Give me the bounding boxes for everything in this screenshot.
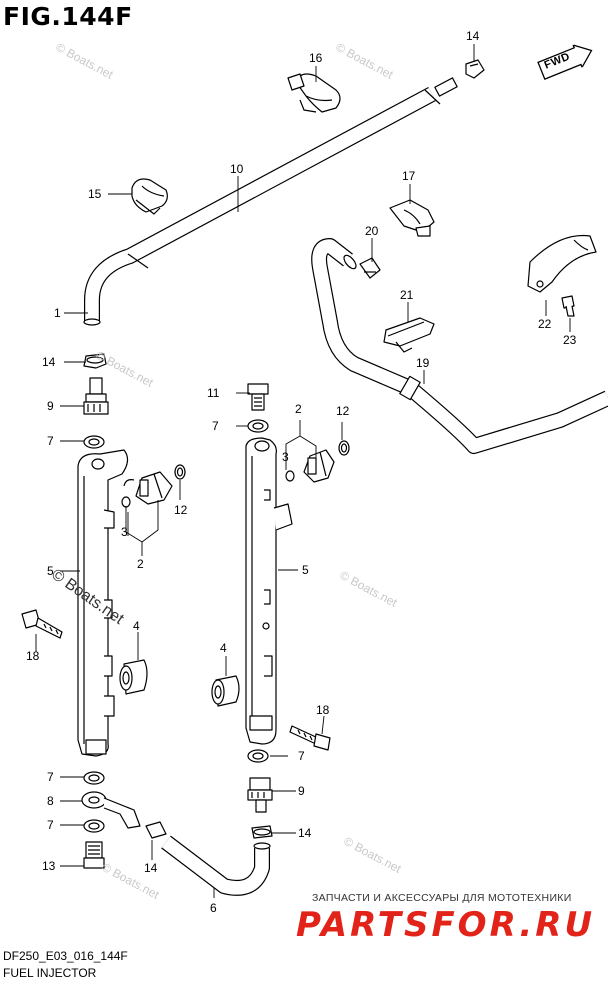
callout-4-left: 4 <box>133 619 140 633</box>
callout-8: 8 <box>47 794 54 808</box>
callout-9-left: 9 <box>47 399 54 413</box>
callout-15: 15 <box>88 187 102 201</box>
callout-14-bottom-left: 14 <box>144 861 158 875</box>
callout-20: 20 <box>365 224 379 238</box>
fitting-9-right <box>247 777 273 813</box>
callout-6: 6 <box>210 901 217 915</box>
advert-logo: PARTSFOR.RU <box>296 905 596 945</box>
clamp-20 <box>359 257 381 279</box>
bolt-13 <box>83 841 105 869</box>
callout-9-right: 9 <box>298 784 305 798</box>
washer-7-right-top <box>247 419 269 433</box>
bolt-11 <box>247 383 269 411</box>
union-8 <box>81 791 141 829</box>
hose-10 <box>83 77 458 326</box>
o-ring-12-right <box>338 440 350 456</box>
clamp-14-bottom-right <box>251 825 273 839</box>
callout-14-left: 14 <box>42 355 56 369</box>
hose-19 <box>311 238 608 454</box>
callout-14-top: 14 <box>466 29 480 43</box>
washer-7-left-mid <box>83 771 105 785</box>
clip-21 <box>383 317 435 353</box>
callout-19: 19 <box>416 356 430 370</box>
callout-7-left-top: 7 <box>47 434 54 448</box>
callout-3-left: 3 <box>121 525 128 539</box>
callout-11: 11 <box>207 386 220 400</box>
callout-22: 22 <box>538 317 552 331</box>
bolt-18-right <box>289 725 331 751</box>
callout-16: 16 <box>309 51 323 65</box>
callout-17: 17 <box>402 169 416 183</box>
callout-21: 21 <box>400 288 414 302</box>
callout-18-right: 18 <box>316 703 330 717</box>
callout-10: 10 <box>230 162 244 176</box>
fitting-9-left <box>83 377 109 415</box>
callout-5-left: 5 <box>47 564 54 578</box>
bracket-22 <box>527 234 597 293</box>
spacer-4-right <box>211 675 240 707</box>
leader-lines <box>35 44 571 898</box>
callout-2-right: 2 <box>295 402 302 416</box>
bolt-23 <box>561 295 575 317</box>
injector-2-left <box>123 471 173 505</box>
clamp-16 <box>287 73 341 113</box>
fuel-rail-5-left <box>77 449 129 757</box>
washer-7-left-bottom <box>83 819 105 833</box>
injector-2-right <box>303 449 335 483</box>
clamp-15 <box>131 178 168 215</box>
callout-1: 1 <box>54 306 61 320</box>
drawing-code: DF250_E03_016_144F <box>3 949 128 963</box>
clamp-14-left <box>83 353 107 369</box>
fwd-arrow-icon: FWD <box>536 41 593 81</box>
bolt-18-left <box>21 609 63 639</box>
callout-12-right: 12 <box>336 404 350 418</box>
callout-3-right: 3 <box>282 450 289 464</box>
callout-18-left: 18 <box>26 649 40 663</box>
callout-13: 13 <box>42 859 56 873</box>
callout-7-right-top: 7 <box>212 419 219 433</box>
drawing-title: FUEL INJECTOR <box>3 966 97 980</box>
callout-14-bottom-right: 14 <box>298 826 312 840</box>
callout-7-left-mid: 7 <box>47 770 54 784</box>
callout-7-left-bottom: 7 <box>47 818 54 832</box>
o-ring-3-left <box>121 496 131 508</box>
clamp-14-bottom-left <box>145 821 167 839</box>
washer-7-right-bottom <box>247 749 269 763</box>
callout-12-left: 12 <box>174 503 188 517</box>
clamp-14-top <box>465 59 485 79</box>
hose-6 <box>161 835 271 896</box>
o-ring-12-left <box>174 464 186 480</box>
clamp-17 <box>389 199 435 237</box>
callout-2-left: 2 <box>137 557 144 571</box>
o-ring-3-right <box>285 470 295 482</box>
figure-title: FIG.144F <box>3 2 133 31</box>
callout-4-right: 4 <box>220 641 227 655</box>
spacer-4-left <box>119 659 148 695</box>
callout-23: 23 <box>563 333 577 347</box>
fuel-rail-5-right <box>245 437 293 745</box>
callout-7-right-bottom: 7 <box>298 749 305 763</box>
callout-5-right: 5 <box>302 563 309 577</box>
advert-tagline: ЗАПЧАСТИ И АКСЕССУАРЫ ДЛЯ МОТОТЕХНИКИ <box>312 892 572 904</box>
washer-7-left-top <box>83 435 105 449</box>
